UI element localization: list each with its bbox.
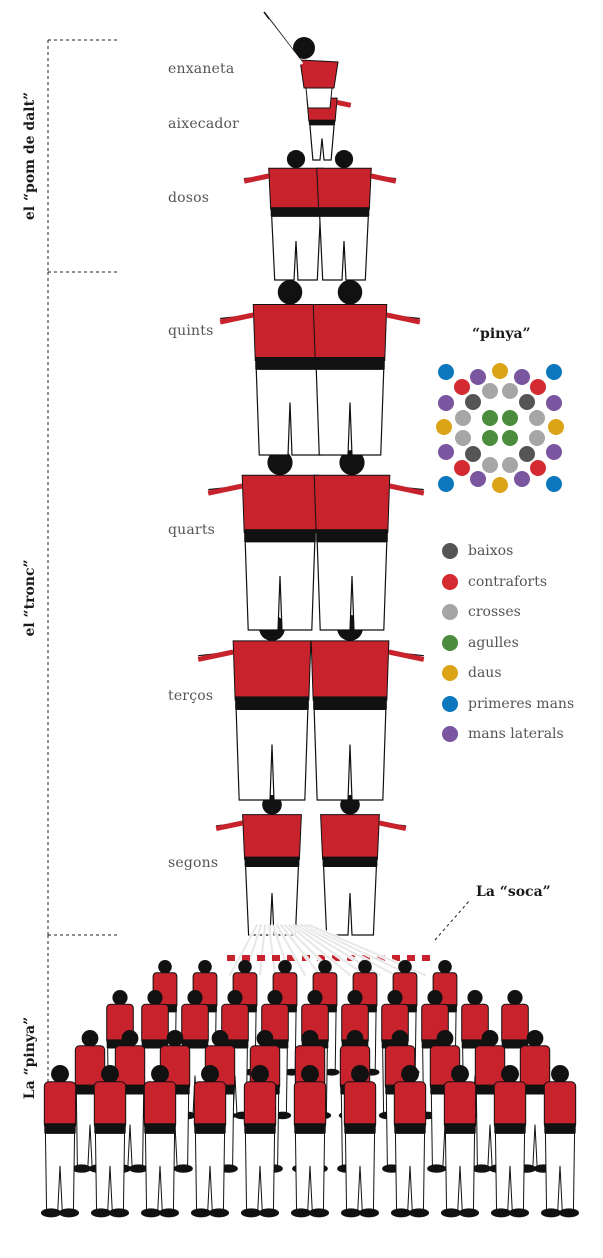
level-label-aixecador: aixecador: [168, 116, 239, 132]
human-tower: [198, 12, 430, 975]
crowd-person: [191, 1065, 229, 1217]
pinya-dot-contraforts: [530, 460, 546, 476]
tower-figure-quints-right: [313, 280, 420, 455]
pinya-dot-agulles: [502, 430, 518, 446]
legend-label: contraforts: [468, 574, 547, 590]
pinya-dot-crosses: [502, 457, 518, 473]
tower-figure-tercos-right: [311, 615, 424, 800]
pinya-dot-baixos: [519, 446, 535, 462]
legend-swatch: [442, 604, 458, 620]
pinya-dot-agulles: [482, 430, 498, 446]
level-label-enxaneta: enxaneta: [168, 61, 234, 77]
legend-label: agulles: [468, 635, 519, 651]
pinya-dot-mans-laterals: [470, 471, 486, 487]
crowd-person: [41, 1065, 79, 1217]
pinya-diagram-title: “pinya”: [472, 326, 531, 342]
pinya-dot-crosses: [529, 410, 545, 426]
crowd-person: [491, 1065, 529, 1217]
legend-label: primeres mans: [468, 696, 574, 712]
pinya-dot-contraforts: [454, 379, 470, 395]
pinya-dot-crosses: [529, 430, 545, 446]
pinya-dot-mans-laterals: [470, 369, 486, 385]
section-label-tronc: el “tronc”: [22, 548, 38, 648]
level-label-tercos: terços: [168, 688, 213, 704]
pinya-dot-daus: [548, 419, 564, 435]
legend-swatch: [442, 665, 458, 681]
crowd-person: [441, 1065, 479, 1217]
legend-swatch: [442, 574, 458, 590]
legend-item-baixos: baixos: [442, 541, 513, 561]
tower-figure-tercos-left: [198, 615, 311, 800]
tower-figure-quarts-left: [208, 450, 318, 630]
section-label-pom-de-dalt: el “pom de dalt”: [22, 91, 38, 221]
legend-item-agulles: agulles: [442, 633, 519, 653]
pinya-dot-baixos: [465, 394, 481, 410]
pinya-dot-agulles: [482, 410, 498, 426]
legend-item-crosses: crosses: [442, 602, 521, 622]
crowd-person: [391, 1065, 429, 1217]
pinya-dot-primeres-mans: [546, 364, 562, 380]
tower-figure-segons-left: [216, 795, 301, 935]
pinya-dot-daus: [492, 477, 508, 493]
level-label-quarts: quarts: [168, 522, 215, 538]
legend-swatch: [442, 696, 458, 712]
legend-item-primeres-mans: primeres mans: [442, 694, 574, 714]
pinya-dot-crosses: [482, 457, 498, 473]
crowd-person: [241, 1065, 279, 1217]
legend-item-daus: daus: [442, 663, 502, 683]
legend-label: crosses: [468, 604, 521, 620]
pinya-dot-mans-laterals: [546, 395, 562, 411]
legend-swatch: [442, 726, 458, 742]
legend-label: daus: [468, 665, 502, 681]
pinya-dot-crosses: [482, 383, 498, 399]
tower-figure-dosos-right: [317, 150, 396, 280]
legend-item-contraforts: contraforts: [442, 572, 547, 592]
soca-label: La “soca”: [476, 884, 551, 900]
pinya-dot-primeres-mans: [546, 476, 562, 492]
level-label-segons: segons: [168, 855, 218, 871]
pinya-dot-baixos: [465, 446, 481, 462]
pinya-dot-mans-laterals: [514, 369, 530, 385]
crowd-person: [541, 1065, 579, 1217]
section-label-pinya: La “pinya”: [22, 1008, 38, 1108]
crowd-person: [91, 1065, 129, 1217]
crowd-person: [141, 1065, 179, 1217]
pinya-dot-daus: [492, 363, 508, 379]
pinya-dot-primeres-mans: [438, 364, 454, 380]
pinya-dot-mans-laterals: [438, 395, 454, 411]
tower-figure-enxaneta: [264, 12, 338, 108]
legend-label: mans laterals: [468, 726, 564, 742]
soca-callout-line: [435, 900, 470, 940]
crowd-person: [291, 1065, 329, 1217]
level-label-dosos: dosos: [168, 190, 209, 206]
pinya-dot-primeres-mans: [438, 476, 454, 492]
level-label-quints: quints: [168, 323, 213, 339]
pinya-dot-crosses: [455, 410, 471, 426]
pinya-dot-crosses: [502, 383, 518, 399]
tower-figure-quarts-right: [314, 450, 424, 630]
tower-figure-quints-left: [220, 280, 327, 455]
pinya-dot-agulles: [502, 410, 518, 426]
pinya-dot-crosses: [455, 430, 471, 446]
legend-swatch: [442, 543, 458, 559]
legend-item-mans-laterals: mans laterals: [442, 724, 564, 744]
pinya-dot-diagram: [436, 363, 564, 493]
pinya-dot-contraforts: [454, 460, 470, 476]
pinya-dot-mans-laterals: [438, 444, 454, 460]
legend-swatch: [442, 635, 458, 651]
tower-figure-dosos-left: [244, 150, 323, 280]
tower-figure-segons-right: [321, 795, 406, 935]
legend-label: baixos: [468, 543, 513, 559]
pinya-dot-contraforts: [530, 379, 546, 395]
pinya-dot-mans-laterals: [546, 444, 562, 460]
pinya-dot-mans-laterals: [514, 471, 530, 487]
pinya-dot-daus: [436, 419, 452, 435]
pinya-crowd: [41, 960, 579, 1217]
pinya-dot-baixos: [519, 394, 535, 410]
crowd-person: [341, 1065, 379, 1217]
